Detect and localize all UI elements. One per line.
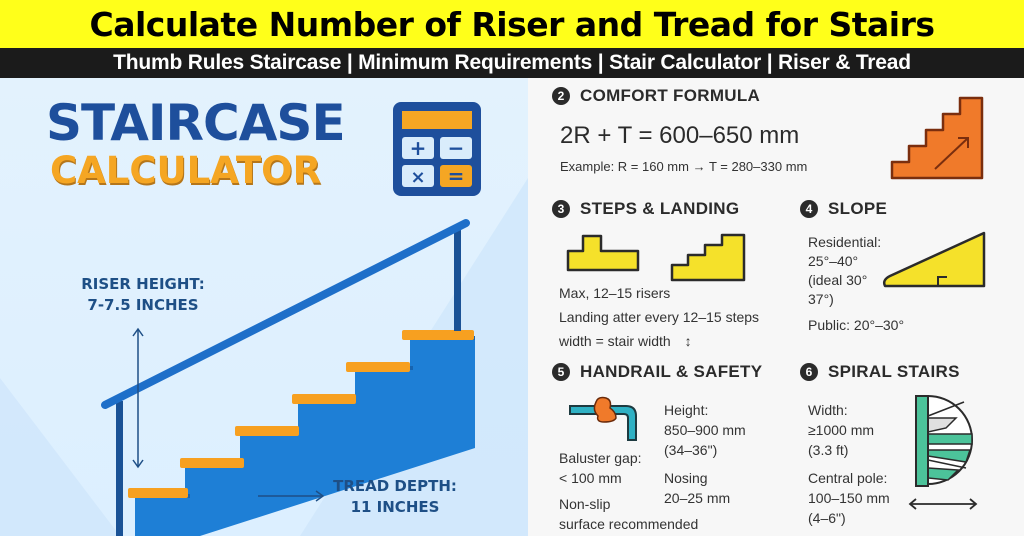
section-title: HANDRAIL & SAFETY — [580, 362, 763, 381]
spiral-stairs-icon — [908, 395, 978, 510]
calc-times-key: × — [410, 167, 425, 188]
section-spiral-stairs: 6 SPIRAL STAIRS — [800, 362, 960, 382]
slope-public-text: Public: 20°–30° — [808, 317, 905, 333]
spiral-width-text: Width: ≥1000 mm (3.3 ft) — [808, 402, 875, 458]
baluster-gap-text: Baluster gap: < 100 mm — [559, 450, 642, 486]
stairs-up-icon — [890, 96, 984, 180]
section-title: COMFORT FORMULA — [580, 86, 761, 105]
steps-icon — [670, 233, 746, 282]
page-title: Calculate Number of Riser and Tread for … — [89, 4, 936, 44]
brand-title-calculator: CALCULATOR — [50, 149, 322, 192]
section-title: STEPS & LANDING — [580, 199, 740, 218]
section-number-badge: 3 — [552, 200, 570, 218]
section-handrail-safety: 5 HANDRAIL & SAFETY — [552, 362, 762, 382]
subtitle-banner: Thumb Rules Staircase | Minimum Requirem… — [0, 48, 1024, 78]
comfort-example: Example: R = 160 mm → T = 280–330 mm — [560, 159, 808, 174]
section-number-badge: 6 — [800, 363, 818, 381]
section-slope: 4 SLOPE — [800, 199, 887, 219]
section-title: SLOPE — [828, 199, 888, 218]
staircase-scene-icon — [0, 178, 528, 536]
steps-max-risers: Max, 12–15 risers — [559, 285, 671, 301]
central-pole-text: Central pole: 100–150 mm (4–6") — [808, 470, 890, 526]
section-title: SPIRAL STAIRS — [828, 362, 960, 381]
riser-height-label: RISER HEIGHT: 7-7.5 INCHES — [81, 275, 205, 314]
calc-equals-key: = — [448, 164, 465, 188]
nosing-text: Nosing 20–25 mm — [664, 470, 731, 506]
section-number-badge: 5 — [552, 363, 570, 381]
calc-plus-key: + — [410, 136, 427, 160]
section-comfort-formula: 2 COMFORT FORMULA — [552, 86, 760, 106]
steps-landing-rule: Landing atter every 12–15 steps — [559, 309, 760, 325]
staircase-illustration-panel: STAIRCASE CALCULATOR + − × = RISER HEIGH… — [0, 78, 528, 536]
steps-landing-width: width = stair width ↕ — [559, 333, 692, 349]
brand-title-staircase: STAIRCASE — [46, 94, 346, 152]
landing-icon — [566, 234, 640, 272]
calc-minus-key: − — [448, 136, 465, 160]
up-down-arrow-icon: ↕ — [684, 333, 692, 349]
title-banner: Calculate Number of Riser and Tread for … — [0, 0, 1024, 48]
calculator-icon: + − × = — [393, 102, 481, 196]
page-subtitle: Thumb Rules Staircase | Minimum Requirem… — [113, 51, 911, 74]
handrail-grip-icon — [569, 396, 637, 441]
section-number-badge: 2 — [552, 87, 570, 105]
section-steps-landing: 3 STEPS & LANDING — [552, 199, 739, 219]
comfort-formula: 2R + T = 600–650 mm — [560, 122, 800, 149]
slope-residential-text: Residential: 25°–40° (ideal 30° 37°) — [808, 234, 882, 307]
slope-triangle-icon — [882, 231, 986, 288]
tread-depth-label: TREAD DEPTH: 11 INCHES — [333, 477, 457, 516]
section-number-badge: 4 — [800, 200, 818, 218]
non-slip-text: Non-slip surface recommended — [559, 496, 699, 532]
handrail-height-text: Height: 850–900 mm (34–36") — [664, 402, 746, 458]
info-panel: 2 COMFORT FORMULA 2R + T = 600–650 mm Ex… — [528, 78, 1024, 536]
